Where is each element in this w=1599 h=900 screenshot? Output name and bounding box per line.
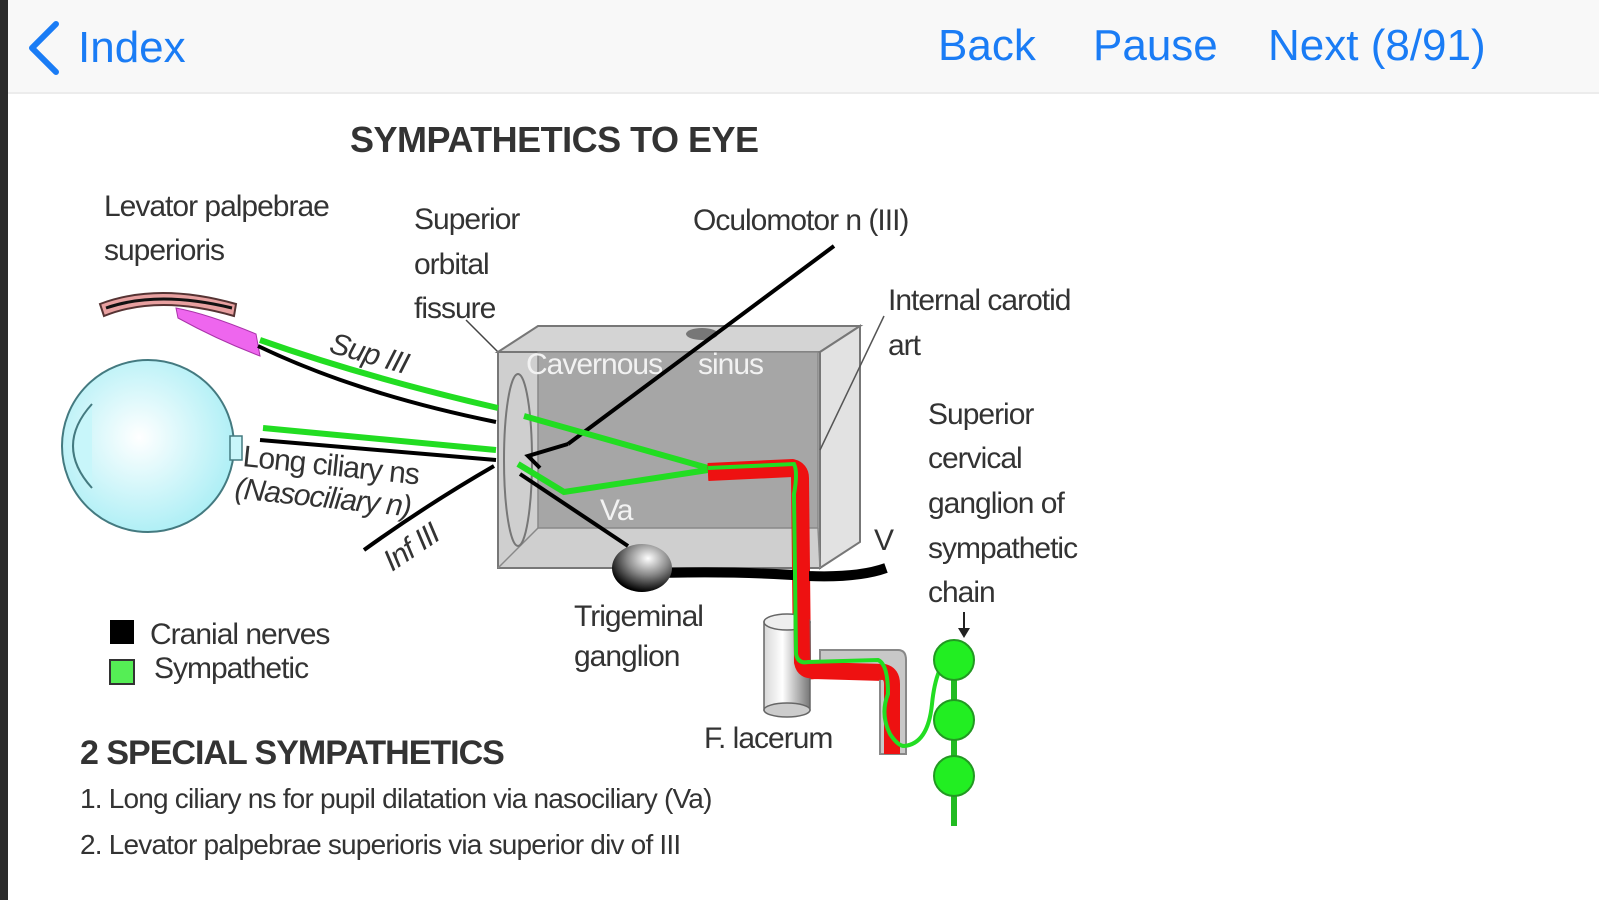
label-inf-iii: Inf III	[377, 517, 445, 578]
sympathetic-chain	[933, 639, 975, 826]
label-f-lacerum: F. lacerum	[704, 722, 832, 755]
legend: Cranial nerves Sympathetic	[109, 618, 330, 685]
label-sinus: sinus	[698, 348, 763, 381]
label-v: V	[874, 524, 894, 557]
label-trigeminal-1: Trigeminal	[574, 600, 703, 633]
sympathetic-plexus	[707, 461, 954, 749]
sup-iii-sympathetic	[259, 337, 499, 411]
notes-item-1: 1. Long ciliary ns for pupil dilatation …	[80, 783, 712, 814]
label-cavernous: Cavernous	[526, 348, 662, 381]
oculomotor-branches	[524, 442, 569, 470]
long-ciliary-sympathetic	[262, 425, 497, 453]
ica-pointer-line	[819, 315, 885, 451]
label-scg-2: cervical	[928, 442, 1022, 475]
slide-content: SYMPATHETICS TO EYE Levator palpebrae su…	[8, 94, 1599, 900]
back-button[interactable]: Back	[938, 21, 1036, 70]
eyeball	[61, 359, 243, 533]
oculomotor-nerve	[566, 244, 836, 446]
label-ica-2: art	[888, 329, 922, 362]
sympathetics-diagram: SYMPATHETICS TO EYE Levator palpebrae su…	[61, 119, 1079, 860]
notes-item-2: 2. Levator palpebrae superioris via supe…	[80, 829, 680, 860]
label-scg-5: chain	[928, 576, 995, 609]
legend-label-cranial: Cranial nerves	[150, 618, 329, 651]
label-levator-1: Levator palpebrae	[104, 190, 329, 223]
legend-swatch-cranial	[110, 620, 134, 644]
nasociliary-nerve	[518, 472, 630, 548]
inf-iii-nerve	[362, 464, 495, 552]
next-button[interactable]: Next (8/91)	[1268, 21, 1486, 70]
sympathetic-to-sup-iii	[523, 413, 709, 471]
index-back-button[interactable]: Index	[24, 18, 186, 78]
label-scg-1: Superior	[928, 398, 1034, 431]
label-va: Va	[600, 494, 634, 527]
scg-arrow-head	[958, 628, 970, 638]
label-scg-3: ganglion of	[928, 487, 1065, 520]
sup-iii-nerve	[257, 344, 497, 424]
app-screen: Index Back Pause Next (8/91)	[8, 0, 1599, 900]
sympathetic-to-va	[516, 461, 709, 496]
legend-label-sympathetic: Sympathetic	[154, 652, 309, 685]
long-ciliary-nerve	[259, 438, 497, 462]
chevron-left-icon	[29, 21, 59, 75]
label-levator-2: superioris	[104, 234, 224, 267]
levator-muscle	[98, 292, 261, 357]
label-sof-3: fissure	[414, 292, 496, 325]
diagram-title: SYMPATHETICS TO EYE	[350, 119, 759, 160]
notes-heading: 2 SPECIAL SYMPATHETICS	[80, 734, 504, 772]
navigation-bar: Index Back Pause Next (8/91)	[8, 0, 1599, 94]
trigeminal-ganglion	[612, 544, 672, 592]
cavernous-sinus-box	[494, 324, 864, 570]
index-label: Index	[78, 23, 186, 72]
label-oculomotor: Oculomotor n (III)	[693, 204, 908, 237]
trigeminal-nerve-v	[627, 563, 888, 582]
label-scg-4: sympathetic	[928, 532, 1078, 565]
pause-button[interactable]: Pause	[1093, 21, 1218, 70]
legend-swatch-sympathetic	[109, 659, 135, 685]
label-ica-1: Internal carotid	[888, 284, 1070, 317]
label-trigeminal-2: ganglion	[574, 640, 679, 673]
label-sof-2: orbital	[414, 248, 489, 281]
label-sof-1: Superior	[414, 203, 520, 236]
